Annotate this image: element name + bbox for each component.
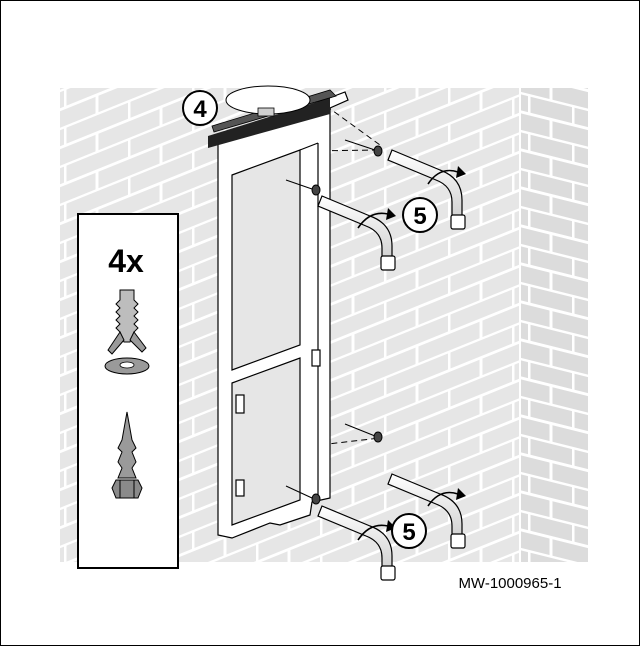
callout-level: 4 — [182, 90, 218, 126]
screw — [344, 139, 383, 157]
callout-pipe-lower: 5 — [391, 513, 427, 549]
washer-icon — [104, 357, 150, 375]
screw — [285, 485, 321, 505]
pipe-elbow — [317, 505, 396, 581]
callout-pipe-upper-number: 5 — [413, 203, 426, 230]
rotate-arrow-icon — [427, 166, 466, 185]
fixing-kit-box: 4x — [77, 213, 179, 569]
rotate-arrow-icon — [427, 488, 466, 507]
pipe-elbows-lower — [317, 473, 466, 581]
screw — [285, 179, 321, 196]
pipe-elbow — [317, 195, 396, 271]
figure-reference-code: MW-1000965-1 — [458, 575, 561, 592]
rotation-arrows — [357, 166, 466, 541]
pipe-elbow — [387, 473, 466, 549]
pipe-elbows-upper — [317, 149, 466, 271]
rotate-arrow-icon — [357, 208, 396, 229]
callout-level-number: 4 — [193, 96, 207, 123]
wall-plug-icon — [107, 289, 147, 355]
spirit-level — [208, 85, 337, 148]
kit-quantity: 4x — [108, 243, 144, 279]
callout-pipe-upper: 5 — [402, 197, 438, 233]
screw-icon — [111, 411, 143, 499]
pipe-elbow — [387, 149, 466, 230]
callout-pipe-lower-number: 5 — [402, 519, 415, 546]
mounting-frame — [217, 91, 349, 539]
screw — [344, 423, 383, 443]
screws — [285, 139, 383, 505]
